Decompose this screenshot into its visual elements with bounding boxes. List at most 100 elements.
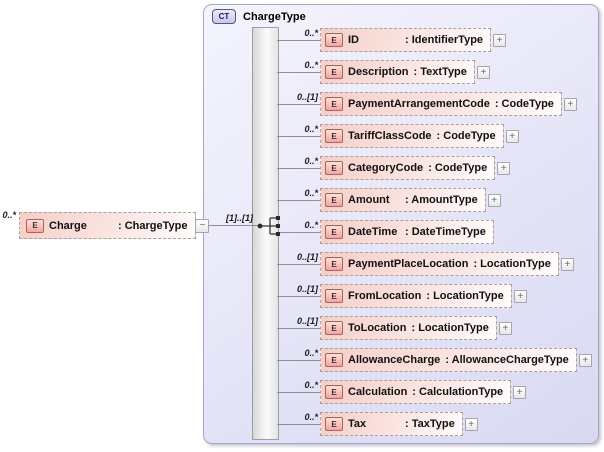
element-type: : LocationType <box>473 258 551 270</box>
child-row: 0..[1] E PaymentPlaceLocation : Location… <box>277 252 574 276</box>
cardinality-label: 0..[1] <box>296 284 318 294</box>
expand-icon[interactable]: + <box>464 417 478 431</box>
child-connector-line <box>277 199 320 201</box>
cardinality-label: 0..[1] <box>296 252 318 262</box>
complex-type-header: CT ChargeType <box>212 9 306 24</box>
child-connector-line <box>277 103 320 105</box>
element-tag-icon: E <box>325 353 343 367</box>
root-element-group: E Charge : ChargeType − [1]..[1] <box>19 212 258 239</box>
root-element-name: Charge <box>49 219 87 232</box>
child-element-box[interactable]: E PaymentArrangementCode : CodeType <box>320 92 562 116</box>
element-name: CategoryCode <box>348 162 424 174</box>
connector-occurrence-label: [1]..[1] <box>226 213 253 223</box>
complex-type-badge-icon: CT <box>212 9 236 24</box>
child-row: 0..[1] E ToLocation : LocationType + <box>277 316 512 340</box>
child-element-box[interactable]: E CategoryCode : CodeType <box>320 156 496 180</box>
cardinality-label: 0..* <box>304 220 318 230</box>
element-tag-icon: E <box>325 417 343 431</box>
child-connector-line <box>277 423 320 425</box>
element-name: PaymentPlaceLocation <box>348 258 469 270</box>
element-tag-icon: E <box>325 33 343 47</box>
root-element-box[interactable]: E Charge : ChargeType <box>19 212 197 239</box>
element-name: AllowanceCharge <box>348 354 441 366</box>
cardinality-label: 0..* <box>304 28 318 38</box>
root-connector-line: [1]..[1] <box>209 213 258 226</box>
element-type: : LocationType <box>411 322 489 334</box>
element-type: : IdentifierType <box>405 34 484 46</box>
expand-icon[interactable]: + <box>505 129 519 143</box>
expand-icon[interactable]: + <box>476 65 490 79</box>
element-tag-icon: E <box>325 289 343 303</box>
cardinality-label: 0..[1] <box>296 92 318 102</box>
element-type: : AllowanceChargeType <box>445 354 569 366</box>
child-row: 0..* E Amount : AmountType + <box>277 188 501 212</box>
expand-icon[interactable]: + <box>513 385 527 399</box>
child-connector-line <box>277 167 320 169</box>
child-element-box[interactable]: E PaymentPlaceLocation : LocationType <box>320 252 559 276</box>
element-tag-icon: E <box>26 218 44 233</box>
root-cardinality-label: 0..* <box>2 210 16 220</box>
child-connector-line <box>277 391 320 393</box>
element-name: Calculation <box>348 386 408 398</box>
element-tag-icon: E <box>325 193 343 207</box>
child-element-box[interactable]: E TariffClassCode : CodeType <box>320 124 504 148</box>
element-type: : CodeType <box>436 130 496 142</box>
child-row: 0..* E CategoryCode : CodeType + <box>277 156 511 180</box>
element-name: PaymentArrangementCode <box>348 98 490 110</box>
expand-icon[interactable]: + <box>498 321 512 335</box>
element-tag-icon: E <box>325 129 343 143</box>
element-type: : LocationType <box>426 290 504 302</box>
child-element-box[interactable]: E FromLocation : LocationType <box>320 284 512 308</box>
element-type: : CodeType <box>494 98 554 110</box>
child-element-box[interactable]: E Amount : AmountType <box>320 188 486 212</box>
child-element-box[interactable]: E DateTime : DateTimeType <box>320 220 494 244</box>
element-name: Description <box>348 66 409 78</box>
element-type: : TaxType <box>405 418 455 430</box>
expand-icon[interactable]: + <box>578 353 592 367</box>
element-tag-icon: E <box>325 225 343 239</box>
child-element-box[interactable]: E AllowanceCharge : AllowanceChargeType <box>320 348 577 372</box>
collapse-icon[interactable]: − <box>195 218 210 233</box>
element-name: DateTime <box>348 226 398 238</box>
element-tag-icon: E <box>325 385 343 399</box>
child-row: 0..* E Tax : TaxType + <box>277 412 478 436</box>
child-element-box[interactable]: E Description : TextType <box>320 60 475 84</box>
child-connector-line <box>277 295 320 297</box>
expand-icon[interactable]: + <box>513 289 527 303</box>
expand-icon[interactable]: + <box>487 193 501 207</box>
sequence-compositor-icon[interactable] <box>255 211 285 241</box>
expand-icon[interactable]: + <box>497 161 511 175</box>
child-element-box[interactable]: E ToLocation : LocationType <box>320 316 497 340</box>
child-connector-line <box>277 71 320 73</box>
expand-icon[interactable]: + <box>563 97 577 111</box>
expand-icon[interactable]: + <box>493 33 507 47</box>
child-connector-line <box>277 39 320 41</box>
element-tag-icon: E <box>325 257 343 271</box>
child-row: 0..* E Description : TextType + <box>277 60 490 84</box>
child-element-box[interactable]: E Tax : TaxType <box>320 412 463 436</box>
element-name: ID <box>348 34 359 46</box>
child-element-box[interactable]: E Calculation : CalculationType <box>320 380 512 404</box>
element-type: : CalculationType <box>412 386 504 398</box>
cardinality-label: 0..* <box>304 380 318 390</box>
complex-type-title: ChargeType <box>243 10 306 23</box>
child-row: 0..* E TariffClassCode : CodeType + <box>277 124 519 148</box>
cardinality-label: 0..* <box>304 412 318 422</box>
element-type: : DateTimeType <box>405 226 486 238</box>
child-row: 0..* E ID : IdentifierType + <box>277 28 507 52</box>
child-row: 0..[1] E FromLocation : LocationType + <box>277 284 527 308</box>
element-name: ToLocation <box>348 322 407 334</box>
element-tag-icon: E <box>325 321 343 335</box>
cardinality-label: 0..* <box>304 188 318 198</box>
child-connector-line <box>277 327 320 329</box>
child-element-box[interactable]: E ID : IdentifierType <box>320 28 492 52</box>
element-name: TariffClassCode <box>348 130 432 142</box>
element-tag-icon: E <box>325 65 343 79</box>
expand-icon[interactable]: + <box>560 257 574 271</box>
element-tag-icon: E <box>325 97 343 111</box>
element-name: Amount <box>348 194 390 206</box>
child-row: 0..* E DateTime : DateTimeType <box>277 220 494 244</box>
child-connector-line <box>277 263 320 265</box>
cardinality-label: 0..[1] <box>296 316 318 326</box>
